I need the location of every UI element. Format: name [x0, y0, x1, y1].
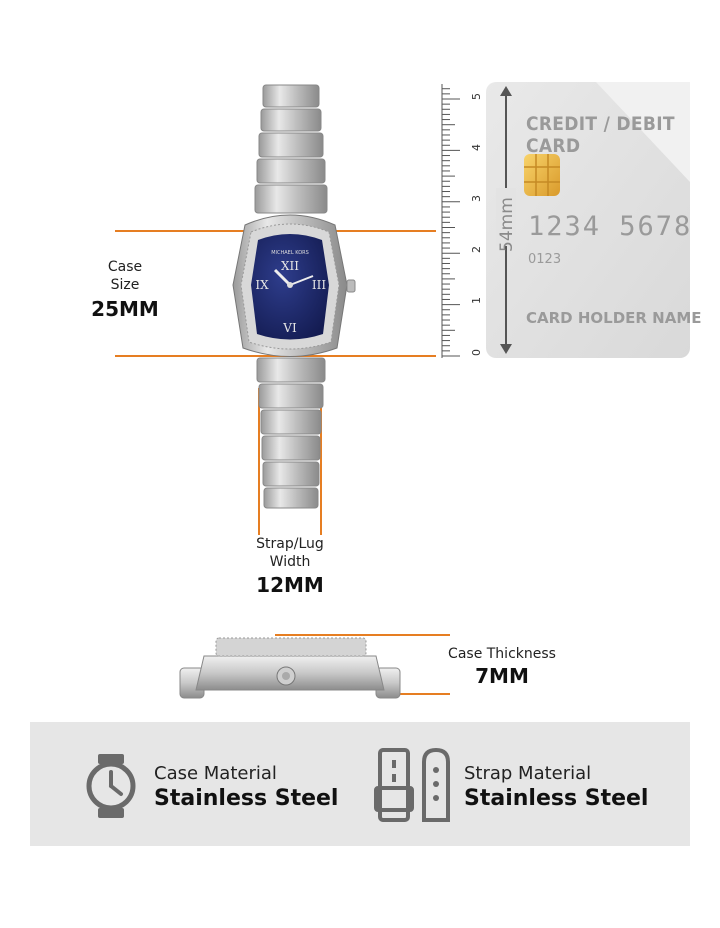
case-size-label-line2: Size	[110, 277, 140, 293]
case-material-label: Case Material	[154, 763, 277, 784]
case-thickness-value: 7MM	[475, 664, 529, 688]
svg-text:IX: IX	[255, 278, 269, 292]
card-height-label: 54mm	[497, 197, 517, 252]
watch-side-image	[179, 637, 401, 699]
case-thickness-label: Case Thickness	[448, 646, 556, 662]
ruler-tick-label: 2	[470, 246, 483, 253]
svg-text:VI: VI	[282, 321, 297, 335]
strap-icon	[374, 748, 450, 822]
card-title: CREDIT / DEBIT CARD	[526, 113, 675, 157]
case-size-label: Case Size	[90, 258, 160, 294]
ruler-tick-label: 1	[470, 297, 483, 304]
ruler-tick-label: 0	[470, 349, 483, 356]
case-size-label-line1: Case	[107, 259, 143, 275]
svg-text:III: III	[312, 278, 326, 292]
strap-width-label: Strap/Lug Width	[245, 535, 335, 571]
strap-width-label-line1: Strap/Lug	[256, 536, 324, 552]
svg-text:XII: XII	[281, 259, 299, 273]
materials-panel	[30, 722, 690, 846]
watch-front-image: MICHAEL KORS XII III VI IX	[232, 84, 356, 509]
card-chip-icon	[524, 154, 560, 196]
case-size-value: 25MM	[91, 297, 159, 321]
credit-card	[486, 82, 690, 358]
ruler-tick-label: 5	[470, 93, 483, 100]
case-material-value: Stainless Steel	[154, 786, 339, 811]
watch-icon	[86, 754, 136, 818]
card-holder-name: CARD HOLDER NAME	[526, 309, 702, 327]
dial-brand-text: MICHAEL KORS	[271, 250, 309, 256]
strap-material-value: Stainless Steel	[464, 786, 649, 811]
ruler-tick-label: 4	[470, 144, 483, 151]
strap-width-value: 12MM	[256, 573, 324, 597]
card-small-number: 0123	[528, 252, 562, 267]
strap-material-label: Strap Material	[464, 763, 592, 784]
strap-width-label-line2: Width	[269, 554, 311, 570]
ruler: 0 1 2 3 4 5	[436, 82, 486, 364]
card-number: 1234 5678	[528, 211, 693, 242]
ruler-tick-label: 3	[470, 195, 483, 202]
